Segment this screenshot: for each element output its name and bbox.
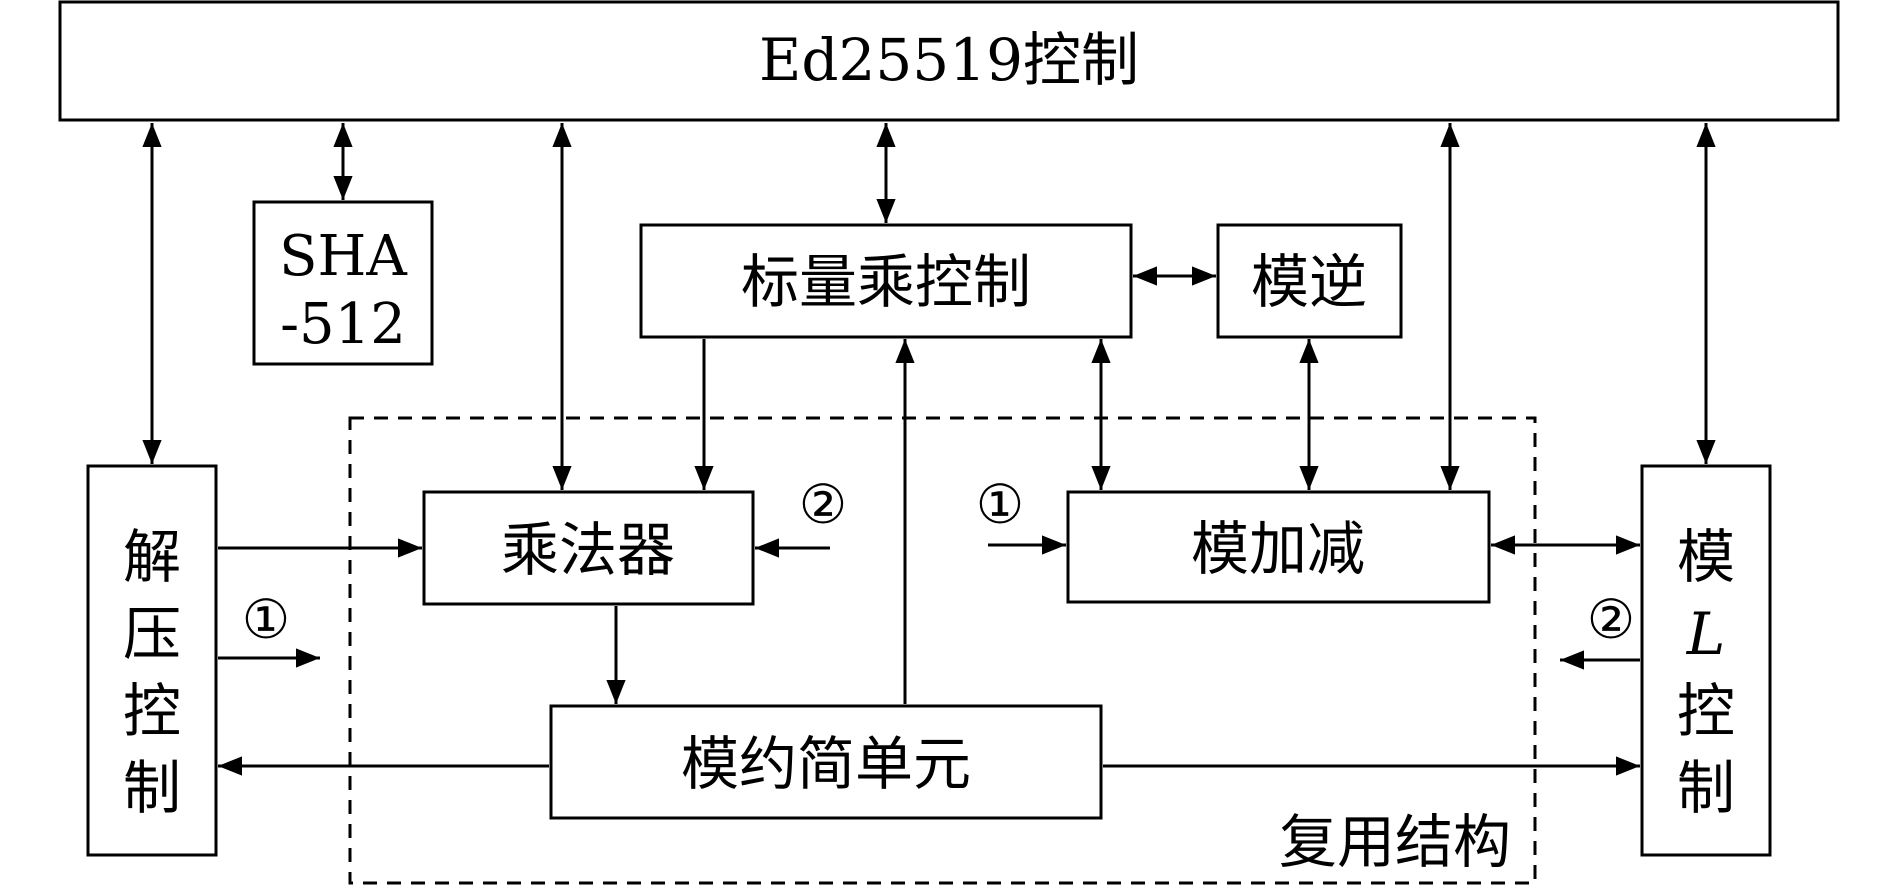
multiplier-label: 乘法器 (501, 516, 675, 584)
ed25519-control-block: Ed25519控制 (58, 0, 1840, 122)
marker-2-multiplier: ② (799, 473, 847, 536)
marker-2-mod-l: ② (1587, 588, 1635, 651)
mod-add-sub-block: 模加减 (1066, 490, 1491, 604)
reuse-structure-region (348, 416, 1537, 885)
mod-inverse-label: 模逆 (1251, 248, 1367, 316)
marker-1-left: ① (242, 588, 290, 651)
mod-add-sub-label: 模加减 (1191, 515, 1365, 583)
mod-l-control-block: 模 L 控 制 (1640, 464, 1772, 857)
decompress-control-block: 解 压 控 制 (86, 464, 218, 857)
mod-inverse-block: 模逆 (1216, 223, 1403, 339)
mod-l-char-3: 控 (1677, 677, 1735, 745)
marker-1-mod-add: ① (976, 473, 1024, 536)
decompress-char-3: 控 (123, 677, 181, 745)
mod-l-char-4: 制 (1677, 754, 1735, 822)
mod-l-char-1: 模 (1677, 523, 1735, 591)
sha512-block: SHA -512 (252, 200, 434, 366)
sha512-label-line2: -512 (280, 292, 406, 357)
ed25519-control-label: Ed25519控制 (759, 26, 1139, 94)
sha512-label-line1: SHA (279, 224, 407, 289)
multiplier-block: 乘法器 (422, 490, 755, 606)
decompress-char-4: 制 (123, 754, 181, 822)
mod-reduction-block: 模约简单元 (549, 704, 1103, 820)
mod-reduction-label: 模约简单元 (681, 730, 971, 798)
scalar-mult-control-block: 标量乘控制 (639, 223, 1133, 339)
decompress-char-1: 解 (123, 523, 181, 591)
reuse-structure-label: 复用结构 (1279, 808, 1511, 876)
scalar-mult-control-label: 标量乘控制 (741, 248, 1031, 316)
decompress-char-2: 压 (123, 600, 181, 668)
mod-l-char-2: L (1686, 600, 1726, 668)
